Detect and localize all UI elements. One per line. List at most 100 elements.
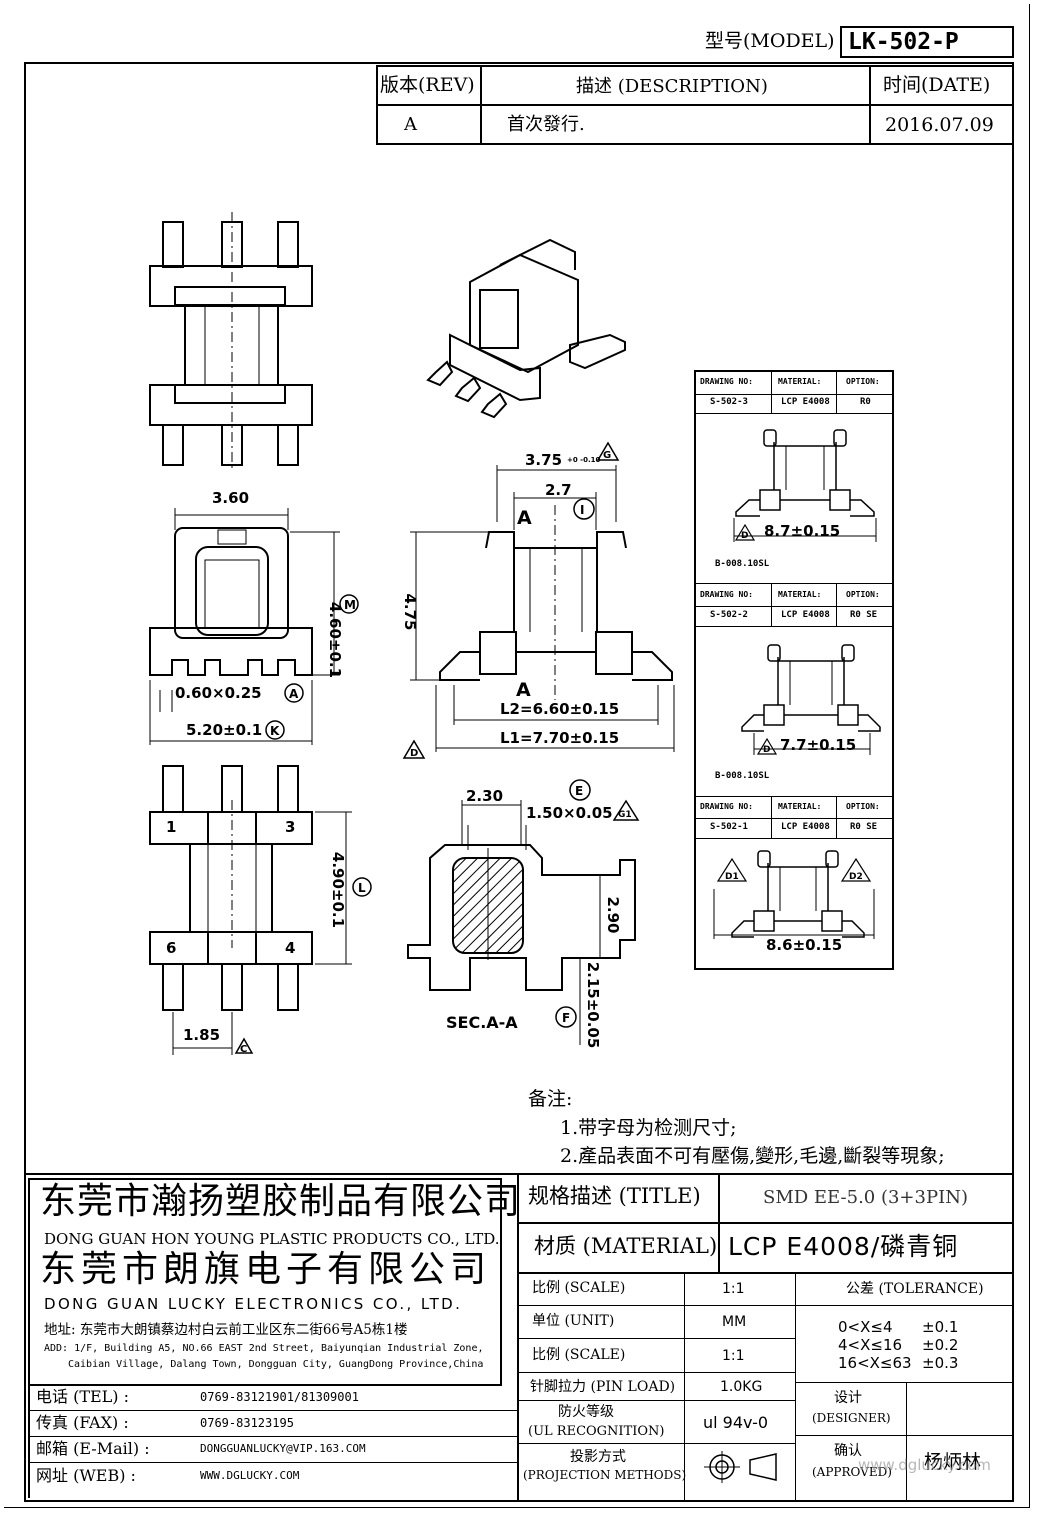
dim-4-60: 4.60±0.1 <box>326 602 344 678</box>
approved-value: 杨炳林 <box>924 1451 982 1473</box>
flame-label: 防火等级 <box>558 1404 614 1420</box>
tol-value-3: ±0.3 <box>922 1354 959 1372</box>
desc-col-header: 描述 (DESCRIPTION) <box>576 76 768 97</box>
technical-drawing: 3.60 4.60±0.1 M 0.60×0.25 A 5.20±0.1 K 1… <box>149 212 675 1055</box>
notes-line-1: 1.带字母为检测尺寸; <box>560 1117 737 1139</box>
variant-2-option: R0 SE <box>850 610 878 620</box>
variant-3-marker-d1: D1 <box>725 872 739 882</box>
variant-2-sketch: D <box>741 644 881 755</box>
tol-value-1: ±0.1 <box>922 1318 959 1336</box>
dim-l1: L1=7.70±0.15 <box>500 729 619 747</box>
date-col-header: 时间(DATE) <box>883 74 991 96</box>
variant-3-h2: MATERIAL: <box>778 802 822 811</box>
tel-value: 0769-83121901/81309001 <box>200 1390 359 1404</box>
watermark: www.dglucky.com <box>858 1456 991 1474</box>
tol-range-1: 0<X≤4 <box>838 1318 893 1336</box>
dim-3-60: 3.60 <box>212 489 249 507</box>
scale-label: 比例 (SCALE) <box>532 1280 626 1296</box>
variant-1-note: B-008.10SL <box>715 559 770 569</box>
variant-3-sketch: D1 D2 <box>713 850 875 939</box>
email-label: 邮箱 (E-Mail) : <box>36 1439 150 1458</box>
unit-value: MM <box>722 1314 747 1330</box>
fax-label: 传真 (FAX) : <box>36 1413 129 1432</box>
variant-2-note: B-008.10SL <box>715 771 770 781</box>
dim-3-75-tol: +0 -0.10 <box>567 456 600 464</box>
pin-load-value: 1.0KG <box>720 1379 763 1395</box>
material-label: 材质 (MATERIAL) <box>534 1234 718 1258</box>
variant-1-dim: 8.7±0.15 <box>764 522 841 540</box>
designer-label: 设计 <box>834 1390 862 1406</box>
material-value: LCP E4008/磷青铜 <box>728 1232 959 1261</box>
scale-value: 1:1 <box>722 1281 745 1297</box>
flame-en: (UL RECOGNITION) <box>528 1424 665 1439</box>
variant-2-dim: 7.7±0.15 <box>780 736 857 754</box>
title-label: 规格描述 (TITLE) <box>528 1184 701 1208</box>
pin-3: 3 <box>285 818 295 836</box>
variant-1-drawing-no: S-502-3 <box>710 397 748 407</box>
pin-load-label: 针脚拉力 (PIN LOAD) <box>530 1379 676 1395</box>
scale2-label: 比例 (SCALE) <box>532 1347 626 1363</box>
tol-range-3: 16<X≤63 <box>838 1354 912 1372</box>
company-name-2: 东莞市朗旗电子有限公司 <box>40 1249 492 1290</box>
model-value: LK-502-P <box>848 29 959 55</box>
front-view <box>149 508 340 745</box>
company-name-1: 东莞市瀚扬塑胶制品有限公司 <box>40 1181 522 1222</box>
fax-value: 0769-83123195 <box>200 1416 294 1430</box>
section-a-top: A <box>517 507 532 529</box>
dim-1-50: 1.50×0.05 <box>526 804 613 822</box>
web-label: 网址 (WEB) : <box>36 1466 136 1485</box>
designer-en: (DESIGNER) <box>812 1411 891 1425</box>
variant-1-h1: DRAWING NO: <box>700 377 753 386</box>
notes-title: 备注: <box>528 1088 573 1110</box>
variant-3-h1: DRAWING NO: <box>700 802 753 811</box>
date-value: 2016.07.09 <box>885 114 994 136</box>
notes-line-2: 2.產品表面不可有壓傷,變形,毛邊,斷裂等現象; <box>560 1145 945 1167</box>
desc-value: 首次發行. <box>507 114 585 135</box>
company-address-en-2: Caibian Village, Dalang Town, Dongguan C… <box>68 1359 484 1370</box>
variant-2-material: LCP E4008 <box>781 610 830 620</box>
variant-3-option: R0 SE <box>850 822 878 832</box>
flame-value: ul 94v-0 <box>703 1413 769 1432</box>
marker-a: A <box>289 687 299 701</box>
variant-3-drawing-no: S-502-1 <box>710 822 748 832</box>
company-name-1-en: DONG GUAN HON YOUNG PLASTIC PRODUCTS CO.… <box>44 1230 500 1248</box>
side-view <box>410 465 675 752</box>
svg-text:D: D <box>741 531 748 541</box>
marker-l: L <box>358 881 366 895</box>
scale2-value: 1:1 <box>722 1348 745 1364</box>
projection-en: (PROJECTION METHODS) <box>523 1468 687 1482</box>
variant-2-h2: MATERIAL: <box>778 590 822 599</box>
approved-label: 确认 <box>834 1443 862 1459</box>
variant-1-h2: MATERIAL: <box>778 377 822 386</box>
approved-en: (APPROVED) <box>812 1465 892 1479</box>
dim-2-7: 2.7 <box>545 481 572 499</box>
dim-l2: L2=6.60±0.15 <box>500 700 619 718</box>
variant-1-material: LCP E4008 <box>781 397 830 407</box>
section-a-bottom: A <box>516 679 531 701</box>
variant-2-drawing-no: S-502-2 <box>710 610 748 620</box>
email-value: DONGGUANLUCKY@VIP.163.COM <box>200 1442 366 1455</box>
variant-1-option: R0 <box>860 397 871 407</box>
variant-3-material: LCP E4008 <box>781 822 830 832</box>
variant-3-dim: 8.6±0.15 <box>766 936 843 954</box>
pin-4: 4 <box>285 939 295 957</box>
rev-value: A <box>404 114 417 135</box>
marker-i: I <box>580 503 584 517</box>
marker-g: G <box>603 450 611 461</box>
tel-label: 电话 (TEL) : <box>36 1387 130 1406</box>
section-view <box>407 800 636 1045</box>
drawing-frame <box>24 62 1014 1502</box>
dim-4-90: 4.90±0.1 <box>329 852 347 928</box>
unit-label: 单位 (UNIT) <box>532 1313 615 1329</box>
pin-1: 1 <box>166 818 176 836</box>
title-value: SMD EE-5.0 (3+3PIN) <box>763 1187 968 1208</box>
company-address-en-1: ADD: 1/F, Building A5, NO.66 EAST 2nd St… <box>44 1343 484 1354</box>
variant-2-h1: DRAWING NO: <box>700 590 753 599</box>
dim-5-20: 5.20±0.1 <box>186 721 262 739</box>
variant-2-h3: OPTION: <box>846 590 880 599</box>
web-value: WWW.DGLUCKY.COM <box>200 1469 300 1482</box>
dim-2-15: 2.15±0.05 <box>584 962 602 1049</box>
tol-range-2: 4<X≤16 <box>838 1336 903 1354</box>
marker-d: D <box>410 748 418 759</box>
isometric-view <box>426 238 626 419</box>
